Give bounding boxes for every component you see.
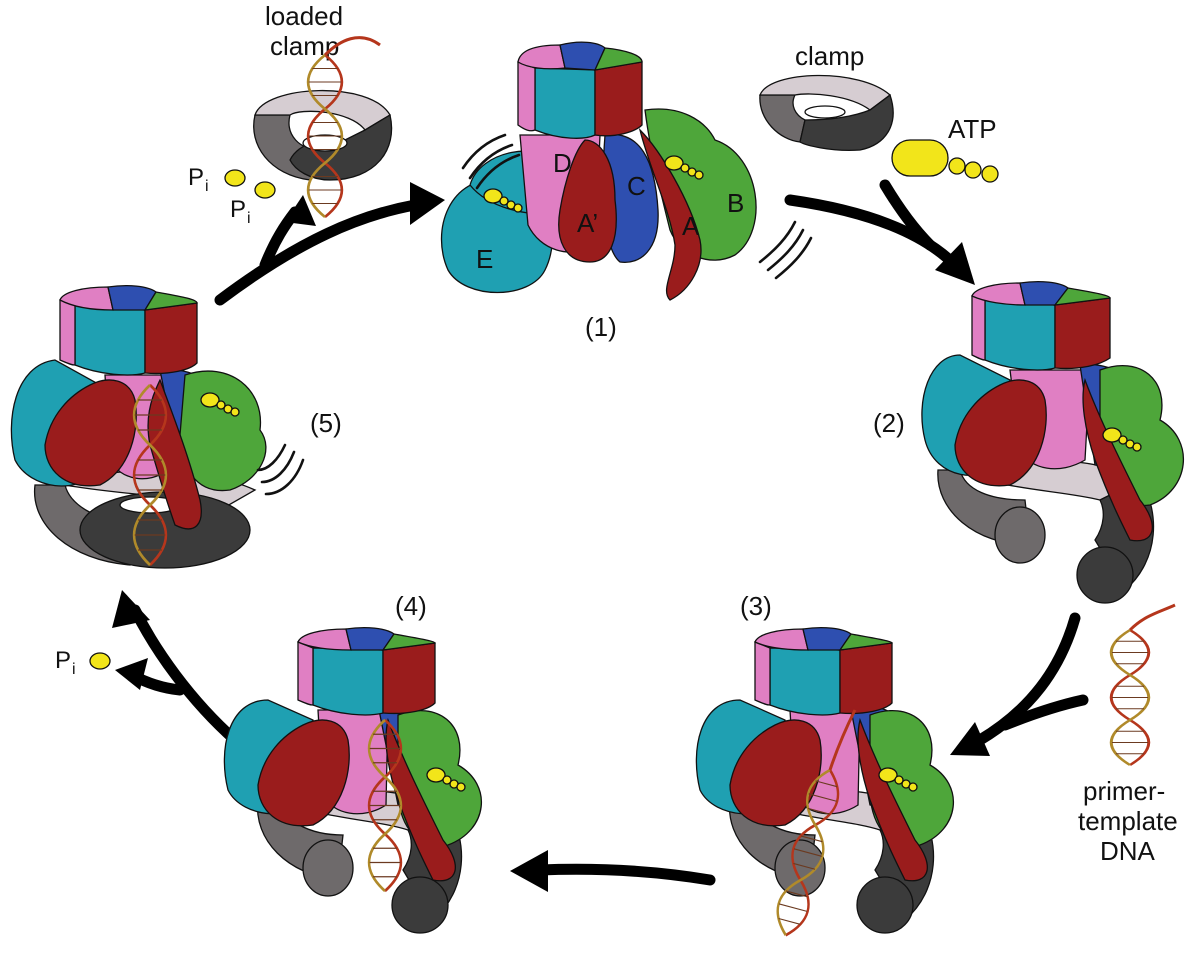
subunit-label-b: B xyxy=(727,188,744,218)
pi-sub-top-2: i xyxy=(247,210,251,227)
subunit-label-a: A xyxy=(682,211,700,241)
state-5-label: (5) xyxy=(310,408,342,438)
state-2-label: (2) xyxy=(873,408,905,438)
primer-label-line2: template xyxy=(1078,806,1178,836)
subunit-label-e: E xyxy=(476,244,493,274)
loaded-clamp-icon xyxy=(253,36,393,219)
pi-sub-left: i xyxy=(72,661,76,678)
subunit-label-d: D xyxy=(553,148,572,178)
state-2-complex xyxy=(921,281,1184,604)
subunit-label-c: C xyxy=(627,171,646,201)
state-3-complex xyxy=(695,627,954,941)
atp-label: ATP xyxy=(948,114,997,144)
state-1-complex xyxy=(440,41,757,301)
clamp-label: clamp xyxy=(795,41,864,71)
arrow-3-to-4 xyxy=(510,850,716,892)
vibration-marks-right xyxy=(758,220,813,280)
atp-molecule-icon xyxy=(891,139,999,183)
pi-sub-top-1: i xyxy=(205,178,209,195)
pi-label-top-2: P xyxy=(230,196,246,223)
vibration-marks-left xyxy=(461,133,521,190)
phosphate-release-top: P i P i xyxy=(188,164,276,227)
free-clamp-icon xyxy=(759,74,894,152)
state-5-complex xyxy=(10,285,267,569)
arrow-2-to-3 xyxy=(950,612,1089,756)
state-3-label: (3) xyxy=(740,591,772,621)
vibration-marks-state5 xyxy=(256,443,305,496)
pi-label-top-1: P xyxy=(188,164,204,191)
pi-label-left: P xyxy=(55,647,71,674)
loaded-clamp-label-line1: loaded xyxy=(265,1,343,31)
subunit-label-a-prime: A’ xyxy=(577,208,598,238)
arrow-5-to-1 xyxy=(214,182,445,306)
loaded-clamp-label-line2: clamp xyxy=(270,31,339,61)
phosphate-icon-top-2 xyxy=(254,181,276,199)
phosphate-release-left: P i xyxy=(55,647,111,678)
primer-label-line1: primer- xyxy=(1083,776,1165,806)
primer-template-dna-icon xyxy=(1109,603,1176,767)
arrow-1-to-2 xyxy=(784,179,975,285)
phosphate-icon-left xyxy=(89,652,111,670)
state-1-label: (1) xyxy=(585,312,617,342)
arrow-4-to-5 xyxy=(112,590,241,746)
state-4-label: (4) xyxy=(395,591,427,621)
primer-label-line3: DNA xyxy=(1100,836,1156,866)
phosphate-icon-top-1 xyxy=(224,169,246,187)
state-4-complex xyxy=(223,627,482,934)
